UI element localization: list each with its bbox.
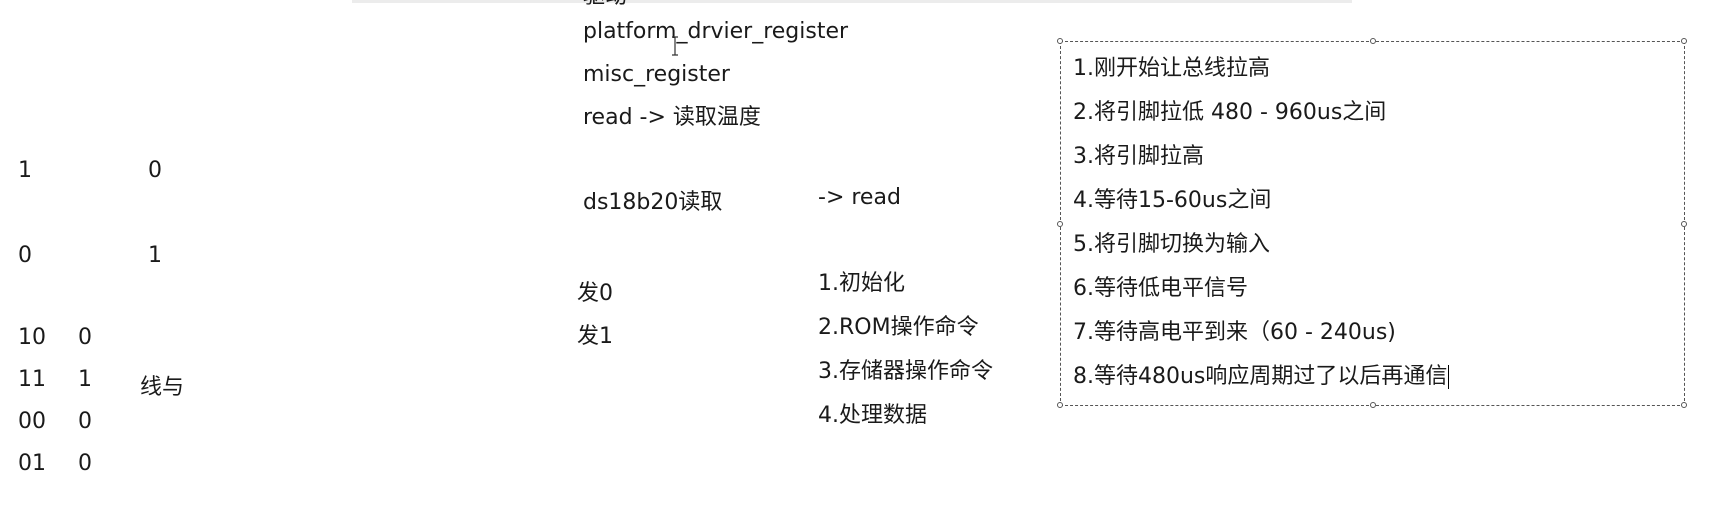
note-line: 发1	[577, 324, 613, 349]
wired-and-label: 线与	[140, 375, 185, 400]
list-item: 2.ROM操作命令	[818, 315, 979, 340]
list-item: 4.处理数据	[818, 403, 927, 428]
list-item: 3.存储器操作命令	[818, 359, 993, 384]
table-cell: 0	[78, 325, 92, 350]
resize-handle[interactable]	[1681, 38, 1687, 44]
selected-text-box[interactable]: 1.刚开始让总线拉高 2.将引脚拉低 480 - 960us之间 3.将引脚拉高…	[1057, 38, 1687, 408]
table-cell: 0	[78, 409, 92, 434]
textbox-line[interactable]: 4.等待15-60us之间	[1073, 188, 1272, 213]
table-cell: 0	[78, 451, 92, 476]
resize-handle[interactable]	[1057, 221, 1063, 227]
textbox-line[interactable]: 2.将引脚拉低 480 - 960us之间	[1073, 100, 1387, 125]
resize-handle[interactable]	[1057, 402, 1063, 408]
table-cell: 11	[18, 367, 46, 392]
note-line: platform_drvier_register	[583, 19, 849, 44]
textbox-line[interactable]: 7.等待高电平到来（60 - 240us)	[1073, 320, 1396, 345]
table-cell: 10	[18, 325, 46, 350]
resize-handle[interactable]	[1681, 221, 1687, 227]
table-cell: 1	[148, 243, 162, 268]
table-cell: 1	[18, 158, 32, 183]
note-line: misc_register	[583, 62, 730, 87]
resize-handle[interactable]	[1681, 402, 1687, 408]
textbox-line-last[interactable]: 8.等待480us响应周期过了以后再通信	[1073, 363, 1450, 391]
note-line: 发0	[577, 281, 613, 306]
textbox-line[interactable]: 1.刚开始让总线拉高	[1073, 56, 1270, 81]
resize-handle[interactable]	[1370, 402, 1376, 408]
table-cell: 1	[78, 367, 92, 392]
table-cell: 01	[18, 451, 46, 476]
resize-handle[interactable]	[1370, 38, 1376, 44]
table-cell: 0	[148, 158, 162, 183]
list-item: 1.初始化	[818, 271, 905, 296]
textbox-line[interactable]: 3.将引脚拉高	[1073, 144, 1204, 169]
resize-handle[interactable]	[1057, 38, 1063, 44]
textbox-line[interactable]: 5.将引脚切换为输入	[1073, 232, 1270, 257]
textbox-line[interactable]: 8.等待480us响应周期过了以后再通信	[1073, 364, 1448, 389]
note-line: ds18b20读取	[583, 190, 723, 215]
text-caret	[1448, 365, 1450, 389]
table-cell: 0	[18, 243, 32, 268]
table-cell: 00	[18, 409, 46, 434]
clipped-note: 驱动	[583, 0, 627, 11]
top-divider	[352, 0, 1352, 3]
note-line: -> read	[818, 185, 901, 210]
i-beam-cursor-icon	[672, 36, 678, 56]
note-line: read -> 读取温度	[583, 105, 761, 130]
textbox-line[interactable]: 6.等待低电平信号	[1073, 276, 1248, 301]
